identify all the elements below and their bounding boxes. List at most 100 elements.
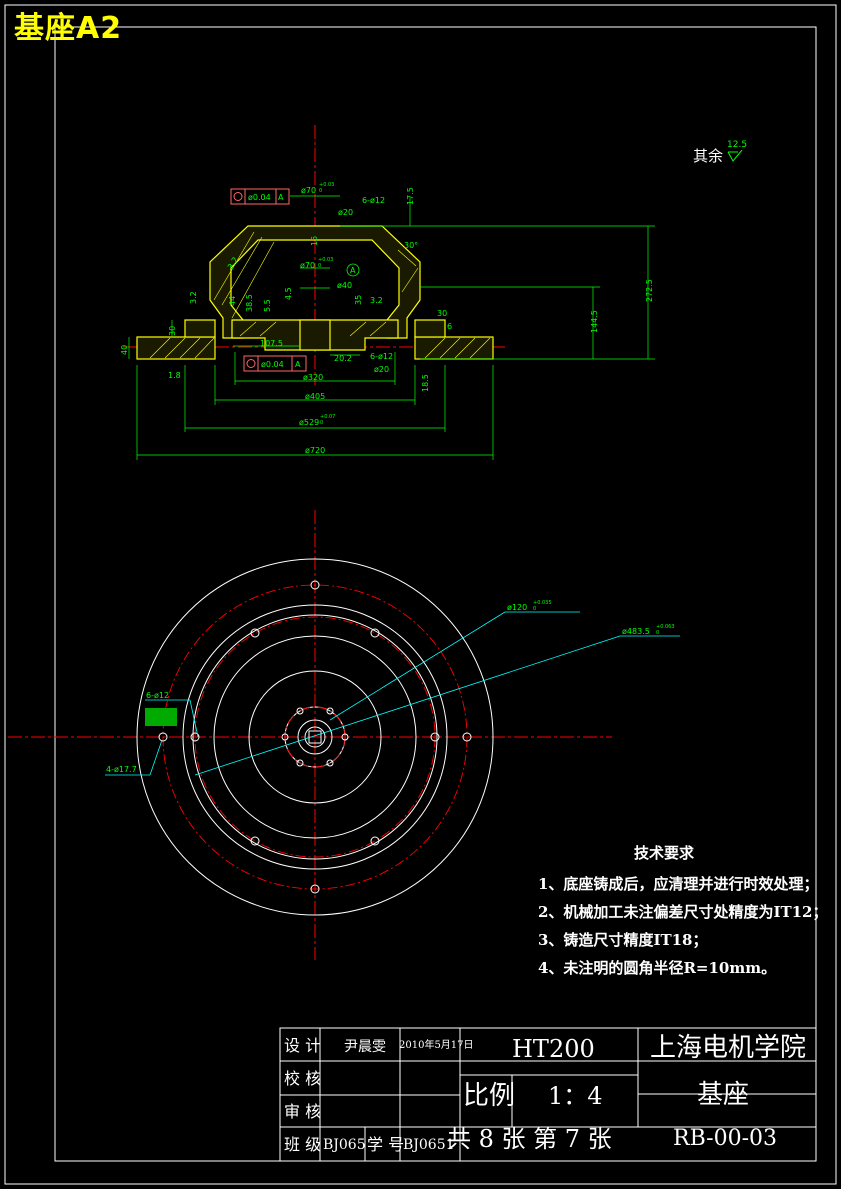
- dim-bot-holes: 6-ø12: [370, 352, 393, 361]
- dim-bot-cbore: ø20: [374, 365, 389, 374]
- callout-dia-120-tol-lower: 0: [533, 606, 536, 612]
- bolt-circle-inner: [284, 706, 346, 768]
- right-step: [414, 319, 446, 338]
- dim-20-2: 20.2: [334, 354, 352, 363]
- requirements-title: 技术要求: [634, 844, 695, 862]
- tb-id-label: 学 号: [367, 1135, 405, 1154]
- dim-inner-bore: ø70: [300, 261, 315, 270]
- tb-part-name: 基座: [697, 1080, 750, 1110]
- circle-40: [304, 726, 326, 748]
- dim-wall-3-2-left: 3.2: [189, 291, 198, 304]
- title-block-grid: [279, 1027, 817, 1162]
- dim-inner-bore-tol-upper: +0.03: [318, 257, 333, 263]
- dim-38-5: 38.5: [245, 294, 254, 312]
- bolt-circle-mid: [194, 616, 436, 858]
- requirement-item-4: 4、未注明的圆角半径R=10mm。: [538, 959, 777, 977]
- section-hatch: [149, 231, 491, 359]
- runout-top-value: ø0.04: [248, 193, 271, 202]
- outer-circle: [136, 558, 494, 916]
- tb-check-label: 校 核: [284, 1069, 322, 1088]
- dim-base-h: 40: [120, 345, 129, 355]
- sheet-title: 基座A2: [14, 11, 123, 46]
- center-square: [308, 730, 322, 744]
- roughness-icon: [727, 150, 743, 162]
- requirement-item-3: 3、铸造尺寸精度IT18；: [538, 931, 708, 949]
- runout-bottom: [243, 355, 307, 372]
- dim-dia-529: ø529: [299, 418, 319, 427]
- dim-inner-small-bore: ø40: [337, 281, 352, 290]
- dim-dia-529-tol-upper: +0.07: [320, 414, 335, 420]
- section-body: [136, 225, 494, 360]
- dim-dia-405: ø405: [305, 392, 325, 401]
- runout-top-datum: A: [278, 193, 284, 202]
- tb-sheets: 共 8 张 第 7 张: [447, 1125, 612, 1153]
- runout-top: [230, 188, 290, 205]
- dim-top-bore-tol-upper: +0.03: [319, 182, 334, 188]
- dim-top-cbore: ø20: [338, 208, 353, 217]
- runout-bottom-value: ø0.04: [261, 360, 284, 369]
- dim-44: 44: [228, 296, 237, 306]
- callout-holes-6: 6-ø12: [146, 691, 169, 700]
- dim-35: 35: [354, 295, 363, 305]
- callout-dia-120-tol-upper: +0.035: [533, 600, 552, 606]
- plan-leaders: [105, 611, 680, 776]
- circle-529: [182, 604, 448, 870]
- tb-designer: 尹晨雯: [344, 1039, 386, 1055]
- dim-flange-offset: 30: [437, 309, 447, 318]
- outer-border: [4, 4, 837, 1185]
- dim-top-height: 17.5: [406, 187, 415, 205]
- callout-dia-120: ø120: [507, 603, 527, 612]
- datum-a-label: A: [350, 266, 356, 275]
- datum-a-marker: [346, 263, 360, 277]
- dim-flange-h: 30: [168, 326, 177, 336]
- plan-holes: [158, 580, 472, 894]
- dim-chamfer: 30°: [404, 241, 418, 250]
- bolt-circle-outer: [162, 584, 468, 890]
- callout-holes-4: 4-ø17.7: [106, 765, 137, 774]
- hole-note-box: [145, 708, 177, 726]
- dim-total-height: 272.5: [645, 279, 654, 302]
- inner-frame: [54, 26, 817, 1162]
- dim-top-holes: 6-ø12: [362, 196, 385, 205]
- dim-107-5: 107.5: [260, 339, 283, 348]
- dim-inner-bore-tol-lower: 0: [318, 263, 321, 269]
- plan-view: ø120 +0.035 0 ø483.5 +0.063 0 6-ø12 4-ø1…: [8, 510, 680, 960]
- circle-70: [297, 719, 333, 755]
- left-step: [184, 319, 216, 338]
- dim-wall-3-2-right: 3.2: [370, 296, 383, 305]
- section-view: ø0.04 A ø0.04 A ø70 +0.03 0 6-ø12 ø20 17…: [120, 125, 655, 460]
- housing-shell: [209, 225, 421, 339]
- tb-date: 2010年5月17日: [399, 1040, 474, 1051]
- roughness-label: 其余: [693, 147, 724, 165]
- callout-dia-483-tol-upper: +0.063: [656, 624, 675, 630]
- dim-4-5: 4.5: [284, 287, 293, 300]
- dim-dia-320: ø320: [303, 373, 323, 382]
- dim-top-bore: ø70: [301, 186, 316, 195]
- dim-6: 6: [447, 322, 452, 331]
- tb-design-label: 设 计: [284, 1036, 322, 1055]
- dim-top-bore-tol-lower: 0: [319, 188, 322, 194]
- circle-405: [213, 635, 417, 839]
- tb-scale-value: 1：4: [548, 1082, 603, 1110]
- left-flange: [136, 336, 216, 360]
- tb-id-value: BJ0651: [403, 1137, 455, 1153]
- dim-dia-529-tol-lower: 0: [320, 420, 323, 426]
- circle-483: [192, 614, 438, 860]
- requirement-item-2: 2、机械加工未注偏差尺寸处精度为IT12；: [538, 903, 828, 921]
- tb-scale-label: 比例: [463, 1081, 516, 1111]
- dim-top-wall: 15: [310, 236, 319, 246]
- dim-r-1-8: 1.8: [168, 371, 181, 380]
- tb-class-label: 班 级: [284, 1135, 322, 1154]
- dim-mid-height: 144.5: [590, 310, 599, 333]
- callout-dia-483: ø483.5: [622, 627, 650, 636]
- circle-265: [248, 670, 382, 804]
- roughness-value: 12.5: [727, 140, 748, 150]
- requirement-item-1: 1、底座铸成后，应清理并进行时效处理；: [538, 875, 819, 893]
- tb-class-value: BJ065: [323, 1137, 366, 1153]
- dim-dia-720: ø720: [305, 446, 325, 455]
- hub-bore: [299, 319, 331, 351]
- tb-review-label: 审 核: [284, 1102, 322, 1121]
- dim-bot-depth: 18.5: [421, 374, 430, 392]
- dim-5-5: 5.5: [263, 299, 272, 312]
